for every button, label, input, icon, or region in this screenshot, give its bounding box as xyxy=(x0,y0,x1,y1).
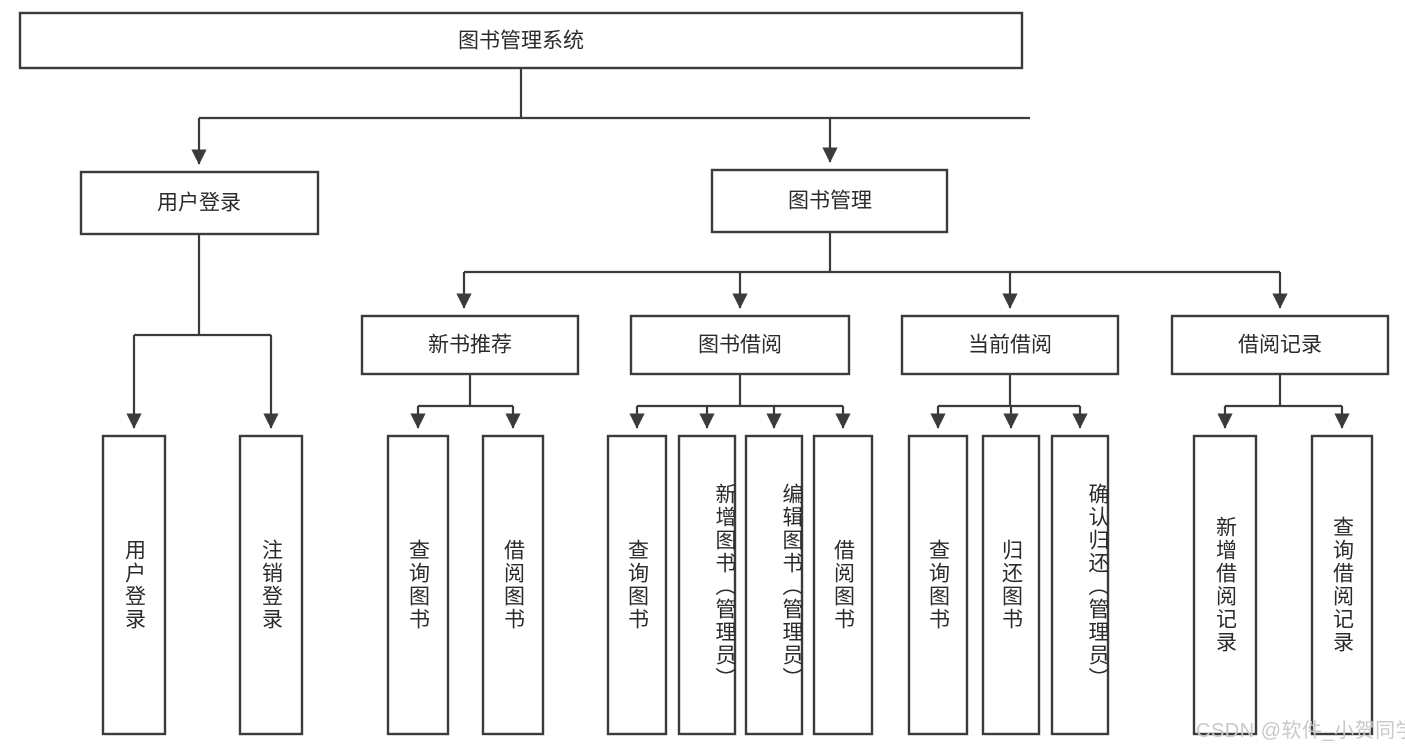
node-book-borrow[interactable]: 图书借阅 xyxy=(629,314,851,376)
leaf-add-book-admin[interactable] xyxy=(677,434,737,736)
leaf-add-borrow-record[interactable] xyxy=(1192,434,1258,736)
leaf-borrow-book[interactable] xyxy=(812,434,874,736)
node-new-book-recommend[interactable]: 新书推荐 xyxy=(360,314,580,376)
leaf-query-book-borrow[interactable] xyxy=(606,434,668,736)
connector-book-borrow-to-leaves xyxy=(629,374,851,429)
leaf-query-book-rec[interactable] xyxy=(386,434,450,736)
node-borrow-record[interactable]: 借阅记录 xyxy=(1170,314,1390,376)
node-user-login-label: 用户登录 xyxy=(157,192,241,215)
leaf-user-login[interactable] xyxy=(101,434,167,736)
connector-borrow-record-to-leaves xyxy=(1217,374,1350,429)
connector-book-management-to-level3 xyxy=(456,232,1288,309)
connector-root-to-level2 xyxy=(191,68,1030,165)
node-book-management-label: 图书管理 xyxy=(788,190,872,213)
leaf-logout-login[interactable] xyxy=(238,434,304,736)
node-borrow-record-label: 借阅记录 xyxy=(1238,334,1322,357)
node-book-borrow-label: 图书借阅 xyxy=(698,334,782,357)
node-book-management[interactable]: 图书管理 xyxy=(710,168,949,234)
leaf-edit-book-admin[interactable] xyxy=(744,434,804,736)
leaf-query-borrow-record[interactable] xyxy=(1310,434,1374,736)
connector-user-login-to-leaves xyxy=(126,234,279,429)
connector-new-book-recommend-to-leaves xyxy=(410,374,521,429)
node-current-borrow-label: 当前借阅 xyxy=(968,334,1052,357)
leaf-query-book-current[interactable] xyxy=(907,434,969,736)
csdn-watermark: CSDN @软件_小贺同学 xyxy=(1196,720,1405,742)
leaf-return-book[interactable] xyxy=(981,434,1041,736)
node-current-borrow[interactable]: 当前借阅 xyxy=(900,314,1120,376)
node-root-label: 图书管理系统 xyxy=(458,30,584,53)
leaf-borrow-book-rec[interactable] xyxy=(481,434,545,736)
leaf-confirm-return-admin[interactable] xyxy=(1050,434,1110,736)
node-user-login[interactable]: 用户登录 xyxy=(79,170,320,236)
node-root[interactable]: 图书管理系统 xyxy=(18,11,1024,70)
node-new-book-recommend-label: 新书推荐 xyxy=(428,334,512,357)
connector-current-borrow-to-leaves xyxy=(930,374,1088,429)
